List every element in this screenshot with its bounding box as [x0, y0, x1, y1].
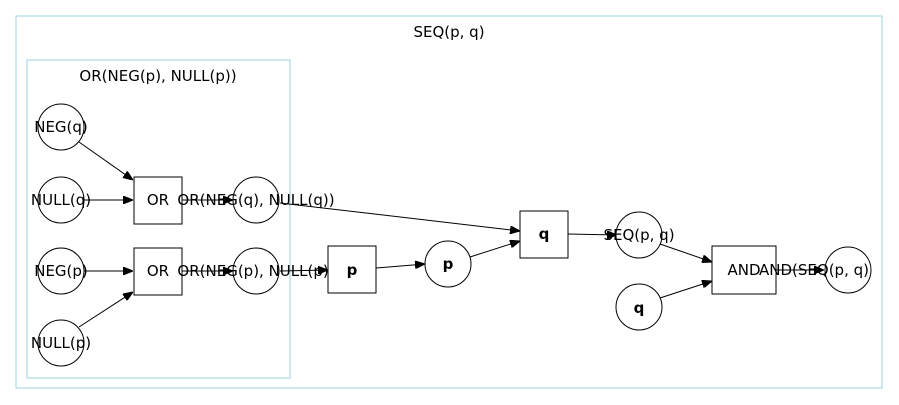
node-q-circle: q — [615, 283, 663, 331]
node-and-seq-circle: AND(SEQ(p, q) — [759, 246, 872, 294]
node-null-q: NULL(q) — [31, 176, 91, 224]
node-or-q-box: OR — [133, 176, 183, 225]
edge-p-box-to-p-circle — [375, 264, 425, 268]
node-null-p-label: NULL(p) — [31, 334, 91, 352]
node-or-q-box-label: OR — [147, 191, 169, 209]
edge-seq-circle-to-and-box — [659, 243, 712, 262]
node-seq-circle: SEQ(p, q) — [603, 211, 675, 259]
node-or-p-box: OR — [133, 247, 183, 296]
outer-cluster — [15, 15, 883, 389]
node-q-circle-label: q — [634, 299, 645, 317]
edge-p-circle-to-q-box — [469, 241, 520, 258]
node-or-q-circle-label: OR(NEG(q), NULL(q)) — [177, 191, 334, 209]
node-p-circle-label: p — [443, 255, 454, 273]
outer-cluster-label: SEQ(p, q) — [413, 23, 484, 41]
node-p-box-label: p — [347, 261, 358, 279]
node-or-q-circle: OR(NEG(q), NULL(q)) — [177, 176, 335, 224]
edge-null-p-to-or-p — [78, 292, 133, 328]
node-and-box-label: AND — [727, 261, 760, 279]
inner-cluster — [26, 59, 291, 379]
edge-or-p-circle-to-p-box — [279, 270, 328, 271]
node-neg-p: NEG(p) — [34, 247, 88, 295]
node-p-box: p — [327, 245, 377, 294]
node-neg-p-label: NEG(p) — [34, 262, 88, 280]
node-p-circle: p — [424, 240, 472, 288]
edge-q-circle-to-and-box — [659, 281, 712, 299]
node-q-box: q — [519, 210, 569, 259]
node-null-p: NULL(p) — [31, 319, 91, 367]
node-and-box: AND — [711, 245, 777, 295]
inner-cluster-label: OR(NEG(p), NULL(p)) — [79, 67, 236, 85]
node-neg-q: NEG(q) — [34, 103, 88, 151]
node-or-p-circle-label: OR(NEG(p), NULL(p)) — [177, 262, 334, 280]
node-and-seq-circle-label: AND(SEQ(p, q) — [759, 261, 869, 279]
node-or-p-box-label: OR — [147, 262, 169, 280]
node-or-p-circle: OR(NEG(p), NULL(p)) — [177, 247, 335, 295]
node-null-q-label: NULL(q) — [31, 191, 91, 209]
node-neg-q-label: NEG(q) — [34, 118, 88, 136]
edge-neg-q-to-or-q — [78, 141, 133, 180]
edge-q-box-to-seq-circle — [567, 234, 617, 235]
node-seq-circle-label: SEQ(p, q) — [603, 226, 674, 244]
node-q-box-label: q — [539, 225, 550, 243]
edge-or-q-circle-to-q-box — [279, 202, 520, 231]
